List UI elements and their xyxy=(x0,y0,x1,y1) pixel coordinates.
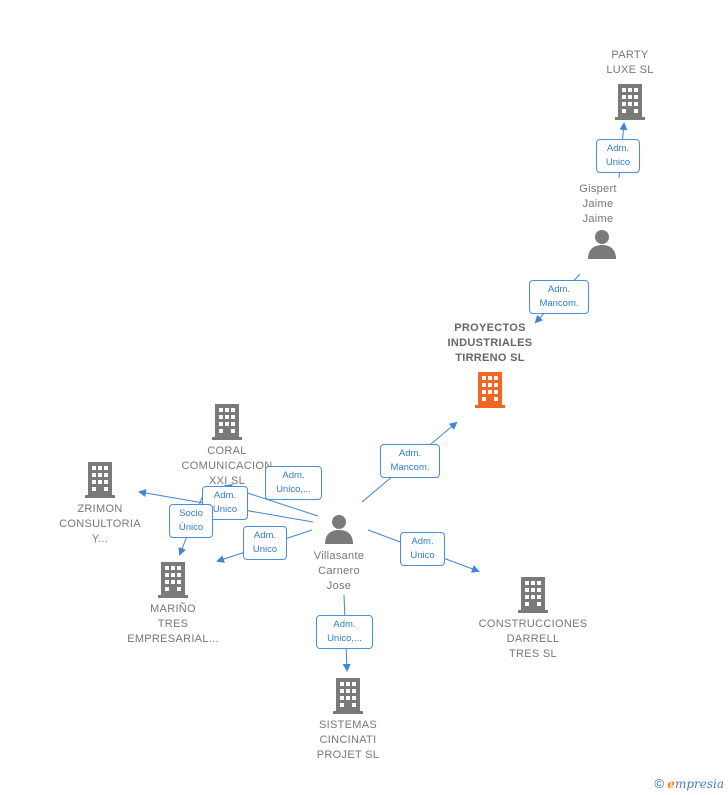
node-proyectos[interactable]: PROYECTOS INDUSTRIALES TIRRENO SL xyxy=(430,321,550,408)
node-sistemas[interactable]: SISTEMAS CINCINATI PROJET SL xyxy=(304,678,392,763)
building-icon xyxy=(518,577,548,613)
node-gispert[interactable]: Gispert Jaime Jaime xyxy=(563,182,633,259)
edge-badge-villasante-construcciones[interactable]: Adm. Unico xyxy=(400,532,445,566)
building-icon xyxy=(333,678,363,714)
building-icon xyxy=(212,404,242,440)
node-label: CONSTRUCCIONES DARRELL TRES SL xyxy=(478,618,588,660)
edge-badge-gispert-party[interactable]: Adm. Unico xyxy=(596,139,640,173)
node-label: ZRIMON CONSULTORIA Y... xyxy=(59,503,141,545)
node-coral[interactable]: CORAL COMUNICACION XXI SL xyxy=(175,404,279,489)
edge-badge-gispert-proyectos[interactable]: Adm. Mancom. xyxy=(529,280,589,314)
person-icon xyxy=(588,230,616,259)
person-icon xyxy=(325,515,353,544)
node-construcciones[interactable]: CONSTRUCCIONES DARRELL TRES SL xyxy=(474,577,592,662)
copyright-symbol: © xyxy=(654,776,664,791)
node-villasante[interactable]: Villasante Carnero Jose xyxy=(303,514,375,594)
node-label: Villasante Carnero Jose xyxy=(313,550,365,592)
node-zrimon[interactable]: ZRIMON CONSULTORIA Y... xyxy=(52,462,148,547)
edge-badge-villasante-coral[interactable]: Adm. Unico,... xyxy=(265,466,322,500)
building-icon xyxy=(475,372,505,408)
edge-badge-zrimon-marino[interactable]: Socio Único xyxy=(169,504,213,538)
node-label: MARIÑO TRES EMPRESARIAL... xyxy=(127,603,219,645)
edge-badge-villasante-proyectos[interactable]: Adm. Mancom. xyxy=(380,444,440,478)
empresia-logo: © empresia xyxy=(654,776,724,791)
brand-e: e xyxy=(667,777,675,791)
node-label: SISTEMAS CINCINATI PROJET SL xyxy=(316,719,380,761)
edge-badge-villasante-sistemas[interactable]: Adm. Unico,... xyxy=(316,615,373,649)
node-label: PROYECTOS INDUSTRIALES TIRRENO SL xyxy=(447,322,533,364)
node-marino[interactable]: MARIÑO TRES EMPRESARIAL... xyxy=(120,562,226,647)
building-icon xyxy=(158,562,188,598)
node-party-luxe[interactable]: PARTY LUXE SL xyxy=(590,48,670,120)
node-label: Gispert Jaime Jaime xyxy=(579,183,617,225)
building-icon xyxy=(615,84,645,120)
node-label: PARTY LUXE SL xyxy=(606,49,654,76)
edge-badge-villasante-marino[interactable]: Adm. Unico xyxy=(243,526,287,560)
node-label: CORAL COMUNICACION XXI SL xyxy=(181,445,273,487)
building-icon xyxy=(85,462,115,498)
brand-name: mpresia xyxy=(674,777,724,791)
